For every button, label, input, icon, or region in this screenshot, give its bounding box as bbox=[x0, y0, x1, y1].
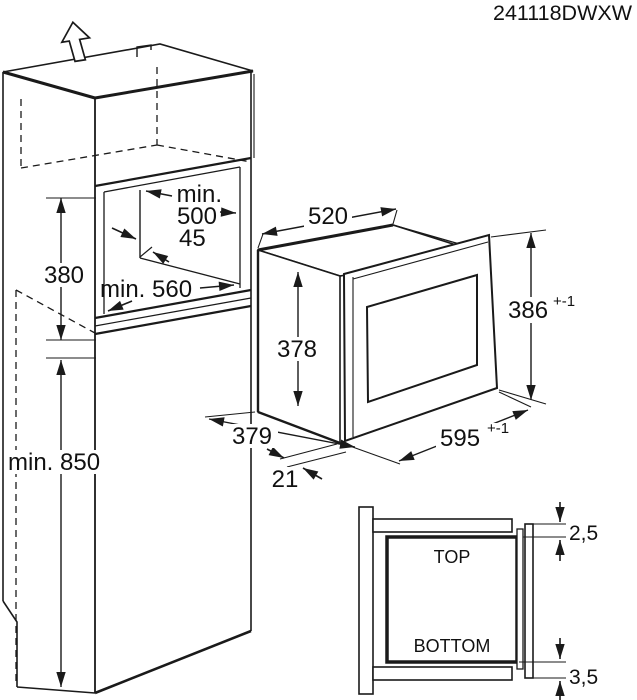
arrow-min560-left bbox=[107, 300, 133, 312]
cabinet-hidden-edges bbox=[15, 67, 252, 686]
extraction-arrow-icon bbox=[60, 20, 92, 63]
cabinet-bottom-left-edge bbox=[16, 686, 96, 694]
label-520: 520 bbox=[308, 203, 348, 230]
label-500: 500 bbox=[177, 203, 217, 230]
label-min: min. bbox=[177, 181, 222, 208]
label-386: 386 bbox=[508, 297, 548, 324]
detail-door-strip bbox=[524, 523, 534, 679]
microwave-door-window bbox=[365, 273, 478, 404]
detail-oven-body bbox=[385, 535, 519, 664]
label-378: 378 bbox=[277, 336, 317, 363]
microwave-door bbox=[342, 233, 499, 443]
cabinet-top-left-edge bbox=[2, 70, 96, 100]
cabinet-drawing bbox=[2, 20, 255, 695]
label-backgrounds bbox=[4, 205, 580, 490]
label-top: TOP bbox=[434, 547, 471, 567]
microwave-drawing bbox=[256, 223, 499, 445]
label-386-tolerance: +-1 bbox=[553, 293, 575, 310]
dim-379 bbox=[208, 417, 356, 449]
cabinet-bottom-front-edge bbox=[94, 629, 252, 695]
detail-section-view bbox=[358, 506, 534, 695]
cabinet-top-face bbox=[2, 43, 254, 99]
arrow-45-right bbox=[152, 251, 170, 264]
label-379: 379 bbox=[232, 423, 272, 450]
extension-lines bbox=[46, 197, 566, 679]
detail-frame-strip bbox=[516, 528, 524, 670]
niche-back-ledge bbox=[139, 246, 153, 258]
arrow-min500-left bbox=[145, 189, 173, 199]
detail-top-rail bbox=[372, 518, 513, 533]
arrow-21-lower bbox=[302, 467, 323, 480]
label-45: 45 bbox=[179, 225, 206, 252]
label-min850: min. 850 bbox=[8, 449, 100, 476]
niche-ceiling-inner bbox=[103, 166, 241, 193]
detail-bottom-rail bbox=[372, 666, 513, 681]
label-380: 380 bbox=[44, 262, 84, 289]
leader-arrows bbox=[107, 189, 565, 700]
label-bottom: BOTTOM bbox=[414, 636, 491, 656]
niche-shelf-mid bbox=[94, 297, 252, 327]
cabinet-top-front-edge bbox=[94, 69, 254, 100]
label-21: 21 bbox=[272, 466, 299, 493]
arrow-21-upper bbox=[266, 446, 285, 459]
arrow-min500-right bbox=[219, 207, 237, 217]
detail-wall-bar bbox=[358, 506, 374, 695]
labels: 241118DWXW min. 500 45 380 min. 560 min.… bbox=[8, 1, 633, 689]
niche-ceiling-edge bbox=[94, 156, 252, 188]
niche-shelf-bottom bbox=[94, 304, 252, 336]
arrow-min560-right bbox=[199, 281, 235, 292]
label-35: 3,5 bbox=[569, 666, 598, 689]
microwave-door-top-inner bbox=[352, 241, 489, 280]
cabinet-plinth-notch bbox=[2, 600, 18, 687]
product-code: 241118DWXW bbox=[493, 1, 633, 25]
cabinet-back-tab bbox=[136, 44, 152, 57]
niche-shelf-top bbox=[94, 288, 252, 320]
label-595-tolerance: +-1 bbox=[487, 420, 509, 437]
label-25: 2,5 bbox=[569, 522, 598, 545]
arrow-45-left bbox=[111, 227, 137, 240]
label-595: 595 bbox=[440, 425, 480, 452]
label-min560: min. 560 bbox=[100, 276, 192, 303]
